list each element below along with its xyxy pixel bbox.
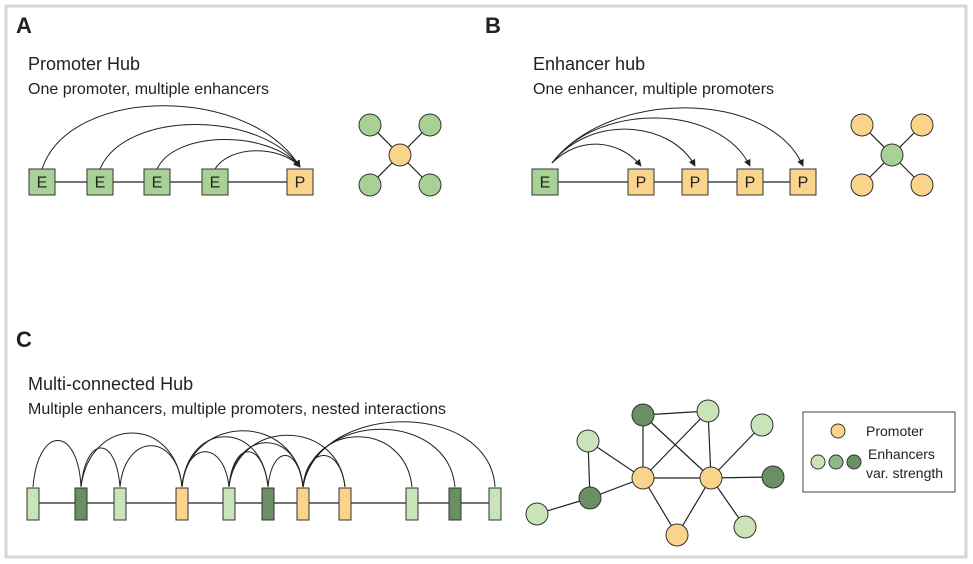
panel-a-promoter: P bbox=[286, 168, 314, 196]
panel-c-network bbox=[525, 399, 785, 547]
panel-a-enhancer-4: E bbox=[201, 168, 229, 196]
panel-a-hub-graph bbox=[358, 113, 442, 197]
legend-promoter-swatch bbox=[830, 423, 846, 439]
svg-text:P: P bbox=[798, 175, 809, 192]
panel-b-promoter-1: P bbox=[627, 168, 655, 196]
panel-b-hub-graph bbox=[850, 113, 934, 197]
panel-a-title: Promoter Hub bbox=[28, 54, 140, 74]
legend-promoter-label: Promoter bbox=[866, 423, 924, 439]
panel-b-letter: B bbox=[485, 13, 501, 38]
panel-c-elements bbox=[26, 487, 502, 521]
legend-enhancers-strength-label: var. strength bbox=[866, 465, 943, 481]
svg-text:E: E bbox=[152, 175, 163, 192]
panel-b-arc-3 bbox=[551, 117, 751, 167]
panel-a: A Promoter Hub One promoter, multiple en… bbox=[16, 13, 442, 197]
panel-b-subtitle: One enhancer, multiple promoters bbox=[533, 81, 774, 98]
svg-text:E: E bbox=[37, 175, 48, 192]
panel-b-enhancer: E bbox=[531, 168, 559, 196]
panel-a-enhancer-2: E bbox=[86, 168, 114, 196]
panel-a-arc-1 bbox=[41, 105, 301, 170]
legend-enhancers-label: Enhancers bbox=[868, 446, 935, 462]
panel-b: B Enhancer hub One enhancer, multiple pr… bbox=[485, 13, 934, 197]
legend-box bbox=[802, 411, 956, 493]
panel-c: C Multi-connected Hub Multiple enhancers… bbox=[16, 327, 956, 547]
legend-enhancer-mid-swatch bbox=[828, 454, 844, 470]
legend: Promoter Enhancers var. strength bbox=[802, 411, 956, 493]
panel-c-letter: C bbox=[16, 327, 32, 352]
svg-text:E: E bbox=[210, 175, 221, 192]
panel-b-promoter-4: P bbox=[789, 168, 817, 196]
panel-b-arc-1 bbox=[551, 143, 642, 167]
svg-text:E: E bbox=[540, 175, 551, 192]
legend-enhancer-light-swatch bbox=[810, 454, 826, 470]
panel-c-arcs bbox=[32, 421, 496, 488]
panel-b-promoter-2: P bbox=[681, 168, 709, 196]
panel-b-promoter-3: P bbox=[736, 168, 764, 196]
panel-a-arc-4 bbox=[214, 150, 301, 170]
svg-text:P: P bbox=[690, 175, 701, 192]
panel-a-subtitle: One promoter, multiple enhancers bbox=[28, 81, 269, 98]
svg-text:P: P bbox=[636, 175, 647, 192]
panel-b-title: Enhancer hub bbox=[533, 54, 645, 74]
panel-c-subtitle: Multiple enhancers, multiple promoters, … bbox=[28, 401, 446, 418]
svg-text:P: P bbox=[295, 175, 306, 192]
svg-text:P: P bbox=[745, 175, 756, 192]
svg-text:E: E bbox=[95, 175, 106, 192]
panel-a-arc-2 bbox=[99, 124, 301, 170]
panel-c-title: Multi-connected Hub bbox=[28, 374, 193, 394]
panel-a-enhancer-1: E bbox=[28, 168, 56, 196]
panel-a-arc-3 bbox=[156, 139, 301, 170]
legend-enhancer-dark-swatch bbox=[846, 454, 862, 470]
panel-b-arc-2 bbox=[551, 128, 696, 167]
panel-a-enhancer-3: E bbox=[143, 168, 171, 196]
panel-a-letter: A bbox=[16, 13, 32, 38]
panel-b-arc-4 bbox=[551, 107, 804, 167]
